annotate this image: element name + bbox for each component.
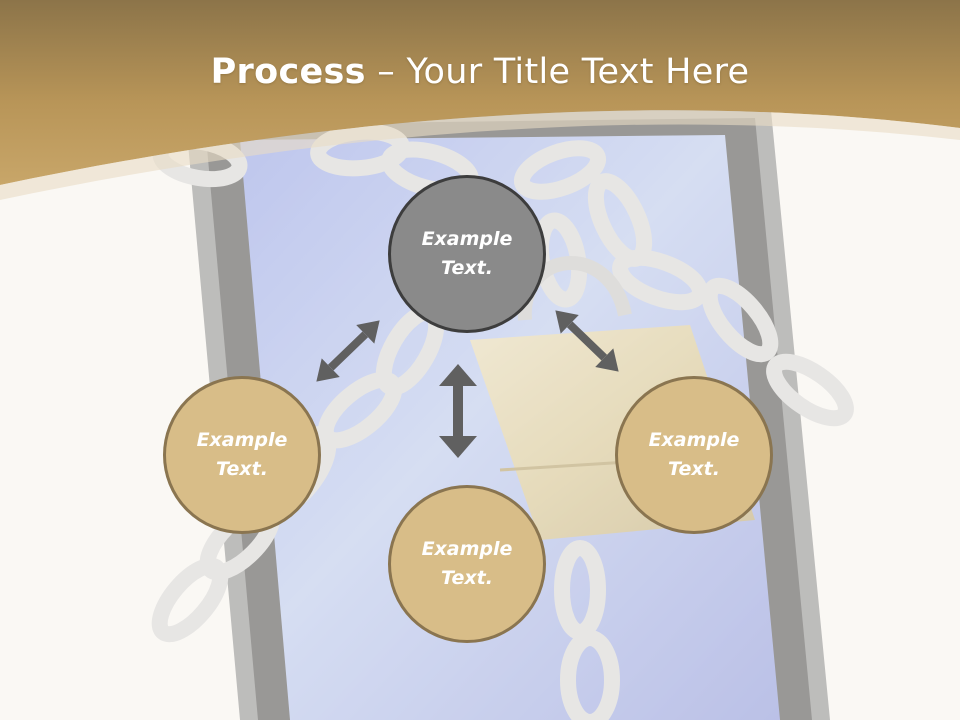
node-right-label: Example Text. <box>648 429 740 480</box>
node-right-circle[interactable]: Example Text. <box>615 376 773 534</box>
slide-title: Process – Your Title Text Here <box>0 52 960 92</box>
node-bottom-circle[interactable]: Example Text. <box>388 485 546 643</box>
title-bold: Process <box>210 52 366 92</box>
node-left-circle[interactable]: Example Text. <box>163 376 321 534</box>
header-band <box>0 0 960 200</box>
title-rest: – Your Title Text Here <box>365 52 750 92</box>
node-left-label: Example Text. <box>196 429 288 480</box>
node-top-label: Example Text. <box>421 228 513 279</box>
node-top-circle[interactable]: Example Text. <box>388 175 546 333</box>
node-bottom-label: Example Text. <box>421 538 513 589</box>
